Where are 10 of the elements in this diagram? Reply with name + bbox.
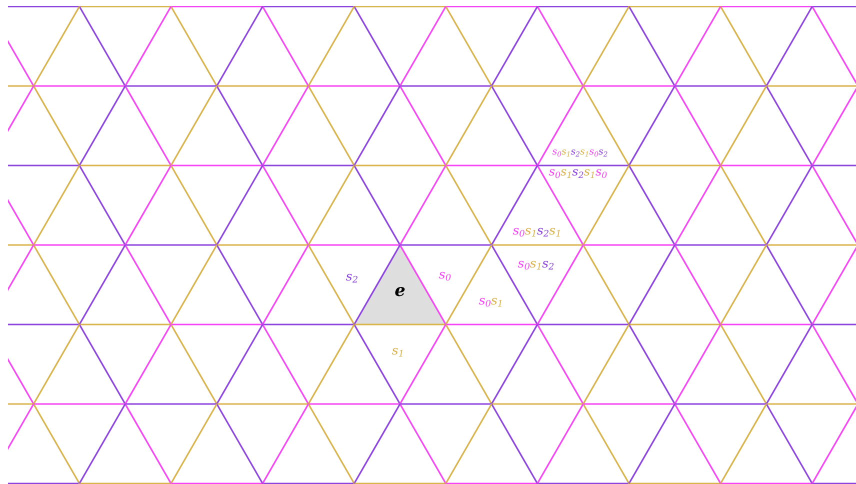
word-label: s$_{0}$s$_{1}$s$_{2}$	[518, 257, 554, 273]
shaded-triangle	[354, 245, 446, 324]
word-label: s$_{2}$	[346, 270, 358, 286]
word-label: s$_{0}$s$_{1}$s$_{2}$s$_{1}$	[512, 224, 562, 240]
word-label: s$_{0}$s$_{1}$	[478, 294, 504, 310]
word-label: s$_{1}$	[392, 344, 404, 360]
alcove-label: e	[394, 281, 406, 302]
word-label: s$_{0}$	[438, 268, 452, 284]
word-label: s$_{0}$s$_{1}$s$_{2}$s$_{1}$s$_{0}$	[548, 166, 608, 180]
word-label: s$_{0}$s$_{1}$s$_{2}$s$_{1}$s$_{0}$s$_{2}$	[552, 148, 608, 158]
